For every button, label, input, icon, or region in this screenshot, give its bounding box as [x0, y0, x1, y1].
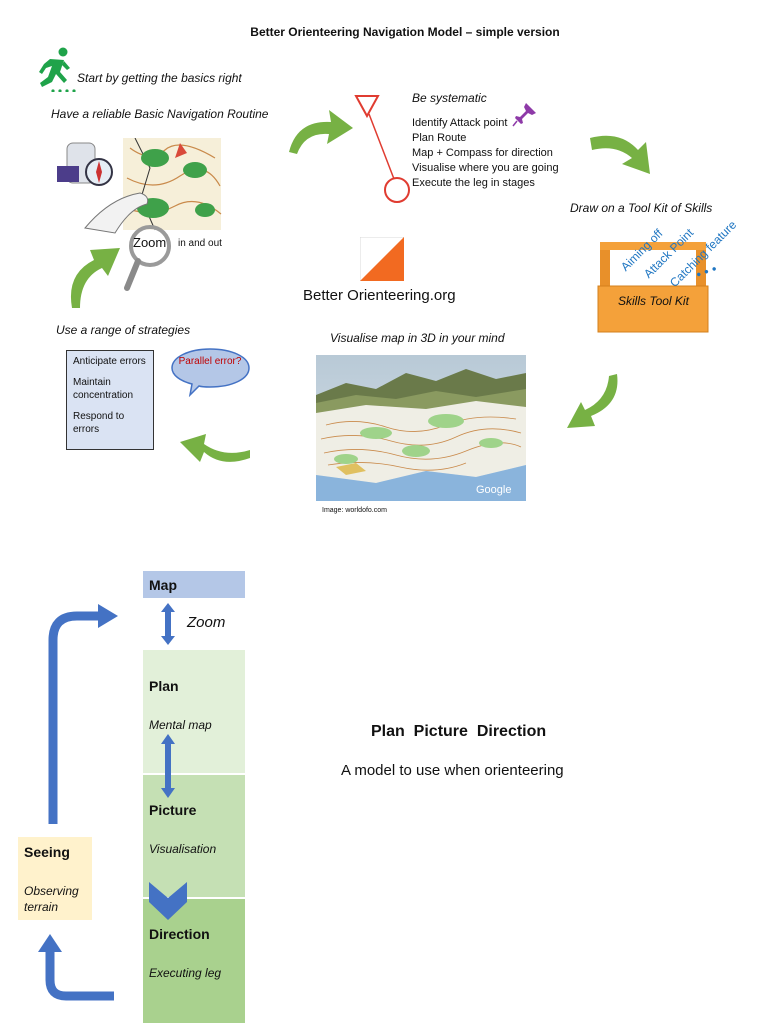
- systematic-step: Identify Attack point: [412, 117, 508, 129]
- control-flag-icon: [354, 95, 410, 203]
- toolkit-box: [597, 242, 709, 333]
- direction-title: Direction: [149, 926, 210, 942]
- toolkit-label: Skills Tool Kit: [618, 294, 689, 308]
- runner-icon: [39, 47, 76, 92]
- strategy-item: Maintain concentration: [73, 377, 134, 401]
- plan-box: Plan Mental map: [143, 650, 245, 773]
- magnifier-icon: [124, 225, 171, 291]
- plan-title: Plan: [149, 678, 179, 694]
- zoom-rest-text: in and out: [178, 238, 222, 249]
- model-subheading: A model to use when orienteering: [341, 762, 564, 779]
- orienteering-flag-icon: [360, 237, 404, 281]
- start-text: Start by getting the basics right: [77, 71, 242, 85]
- zoom-double-arrow: [161, 603, 175, 645]
- map-header: Map: [143, 571, 245, 598]
- toolkit-heading: Draw on a Tool Kit of Skills: [570, 201, 713, 215]
- compass-map-icon: [57, 138, 222, 234]
- strategies-box: Anticipate errors Maintain concentration…: [66, 350, 154, 450]
- picture-title: Picture: [149, 802, 197, 818]
- plan-picture-double-arrow: [161, 734, 175, 798]
- direction-box: Direction Executing leg: [143, 899, 245, 1023]
- strategy-item: Anticipate errors: [73, 356, 146, 367]
- direction-subtitle: Executing leg: [149, 966, 222, 980]
- systematic-step: Execute the leg in stages: [412, 177, 535, 189]
- brand-text: Better Orienteering.org: [303, 287, 456, 304]
- systematic-step: Visualise where you are going: [412, 162, 559, 174]
- systematic-step: Map + Compass for direction: [412, 147, 553, 159]
- model-heading: Plan Picture Direction: [371, 723, 547, 740]
- strategy-item: Respond to errors: [73, 411, 125, 435]
- arrow-to-systematic: [289, 110, 353, 154]
- strategies-heading: Use a range of strategies: [56, 323, 191, 337]
- arrow-to-strategies: [180, 434, 250, 462]
- visualise-heading: Visualise map in 3D in your mind: [330, 331, 505, 345]
- google-watermark: Google: [476, 484, 512, 496]
- picture-box: Picture Visualisation: [143, 775, 245, 897]
- speech-bubble: [171, 348, 250, 397]
- plan-subtitle: Mental map: [149, 718, 212, 732]
- arrow-to-visualise: [567, 374, 618, 428]
- arrow-to-toolkit: [590, 135, 650, 174]
- feedback-arrow-up: [48, 604, 118, 824]
- zoom-word: Zoom: [133, 235, 167, 250]
- systematic-heading: Be systematic: [412, 91, 487, 105]
- picture-subtitle: Visualisation: [149, 842, 217, 856]
- bubble-text: Parallel error?: [178, 356, 242, 367]
- feedback-arrow-return: [38, 934, 114, 1001]
- seeing-subtitle: Observing terrain: [24, 884, 79, 914]
- zoom-label: Zoom: [187, 614, 226, 631]
- systematic-step: Plan Route: [412, 132, 467, 144]
- seeing-box: Seeing Observing terrain: [18, 837, 92, 920]
- arrow-to-routine: [70, 248, 120, 308]
- image-credit: Image: worldofo.com: [322, 507, 387, 514]
- pushpin-icon: [512, 103, 536, 127]
- routine-text: Have a reliable Basic Navigation Routine: [51, 107, 269, 121]
- chevron-down-icon: [149, 882, 187, 920]
- page-title: Better Orienteering Navigation Model – s…: [250, 25, 560, 39]
- terrain-3d-image: [316, 355, 526, 501]
- seeing-title: Seeing: [24, 844, 70, 860]
- map-label: Map: [149, 577, 177, 593]
